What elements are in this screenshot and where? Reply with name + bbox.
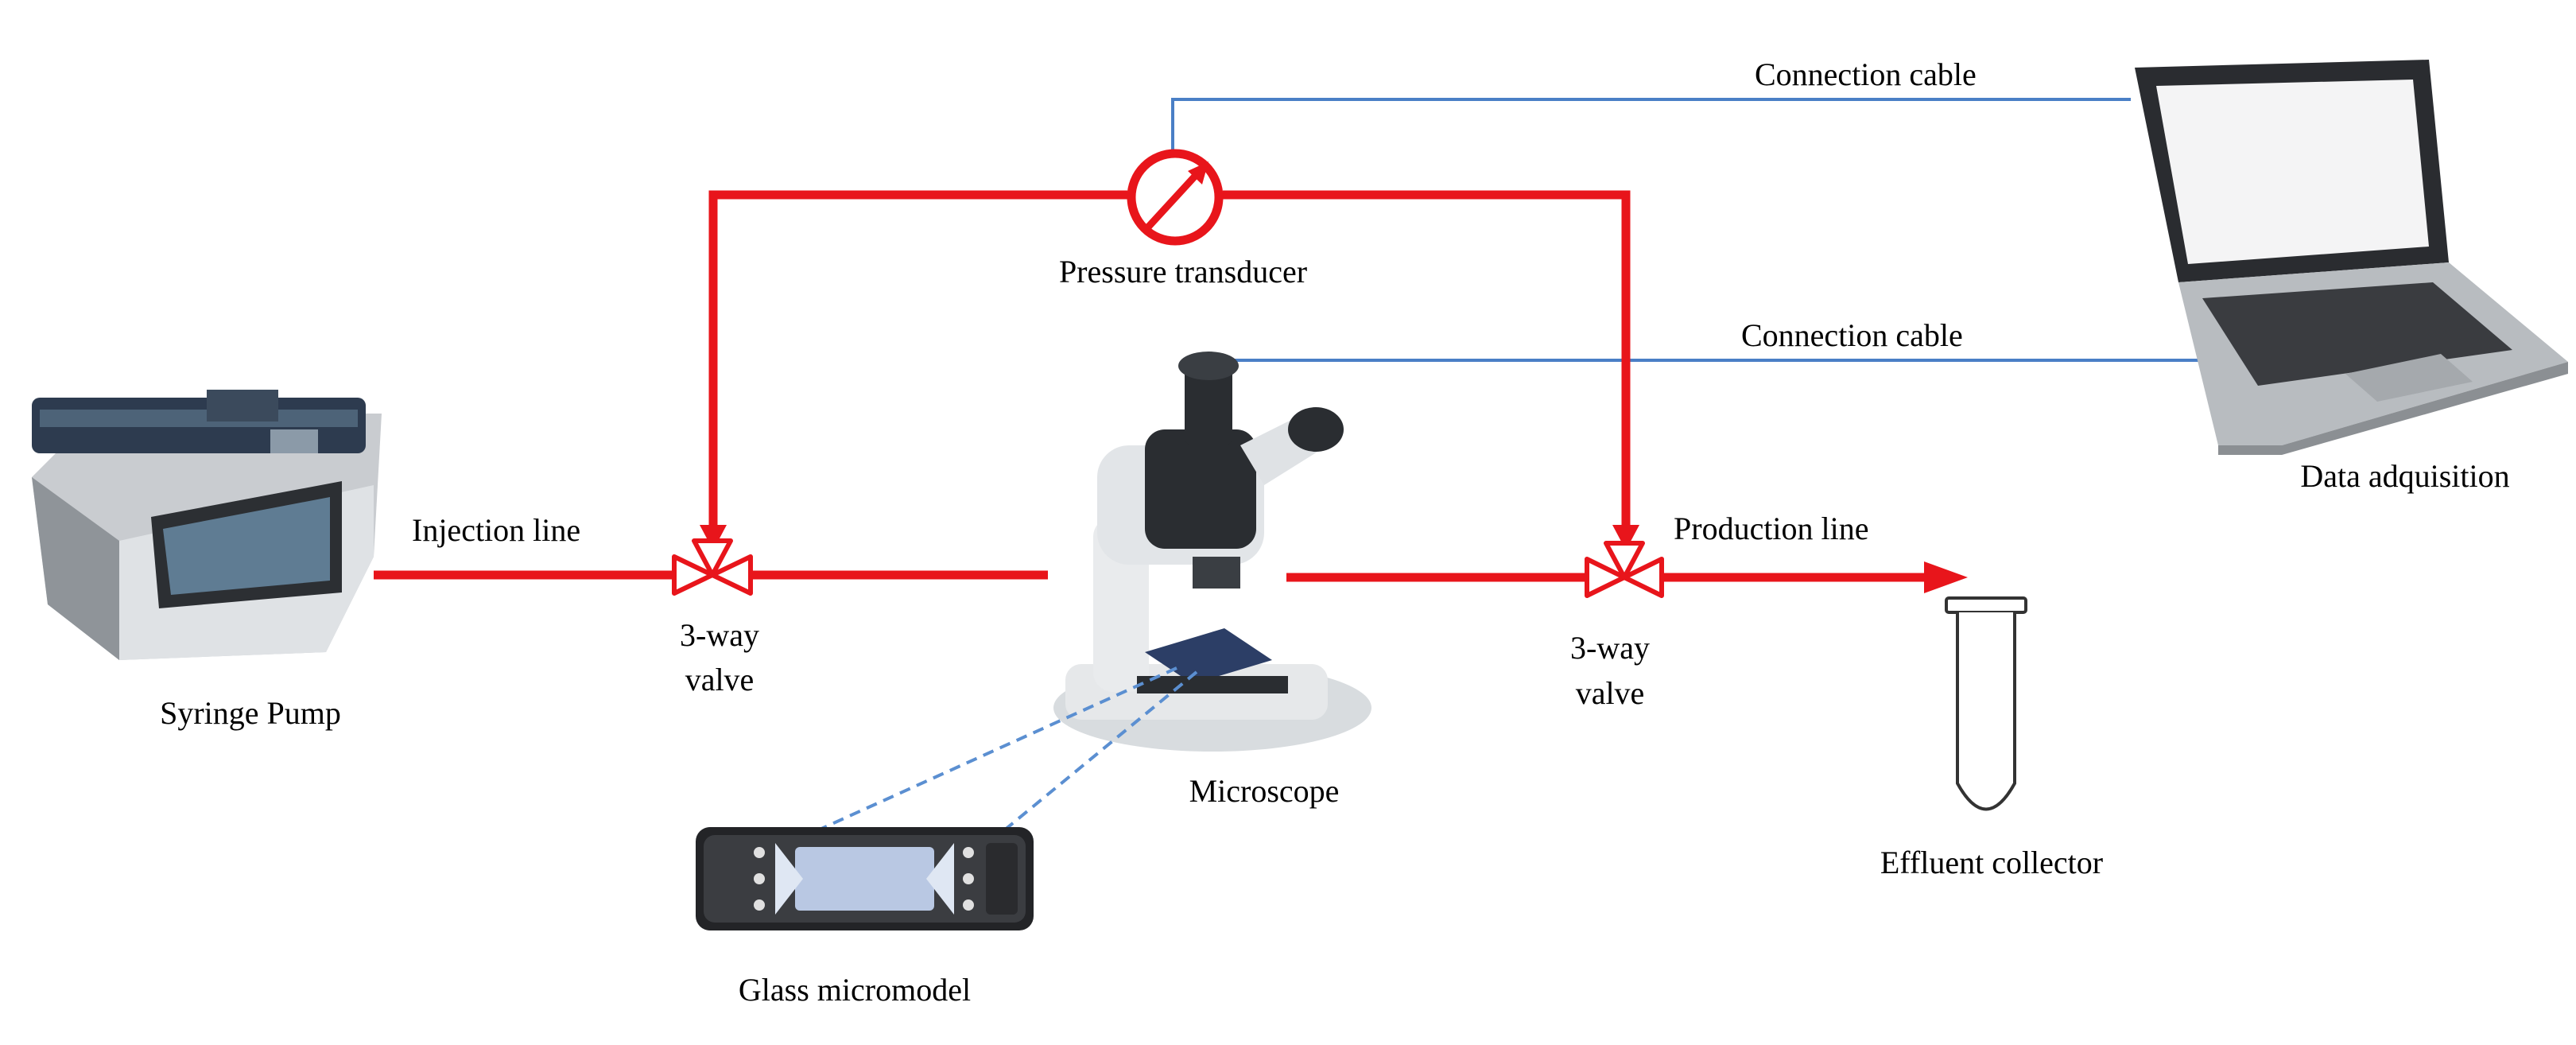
- effluent-collector-icon: [1945, 596, 2027, 811]
- laptop-icon: [2135, 60, 2568, 455]
- microscope-label: Microscope: [1189, 773, 1340, 809]
- bypass-left-arrowhead: [700, 525, 727, 550]
- glass-micromodel-label: Glass micromodel: [739, 972, 971, 1008]
- valve-left-label-line1: 3-way: [680, 617, 759, 653]
- bypass-right-arrowhead: [1612, 525, 1639, 550]
- data-adquisition-label: Data adquisition: [2300, 458, 2509, 494]
- bypass-right-line: [1223, 190, 1631, 541]
- flow-lines: [374, 190, 1924, 582]
- production-arrowhead: [1924, 561, 1968, 593]
- three-way-valve-left-icon: [672, 538, 753, 596]
- valve-right-label-line1: 3-way: [1570, 630, 1650, 666]
- connection-cable-top: [1171, 98, 2131, 179]
- injection-line-label: Injection line: [412, 512, 580, 548]
- connection-cable-top-label: Connection cable: [1755, 56, 1977, 92]
- pressure-transducer-icon: [1127, 149, 1224, 246]
- microscope-icon: [1053, 352, 1371, 752]
- connection-cable-mid: [1205, 359, 2246, 390]
- syringe-pump-icon: [32, 390, 382, 660]
- valve-left-label-line2: valve: [685, 662, 755, 697]
- bypass-left-line: [708, 190, 1127, 541]
- cable-lines: [1171, 98, 2246, 390]
- three-way-valve-right-icon: [1585, 541, 1664, 598]
- effluent-collector-label: Effluent collector: [1880, 845, 2103, 880]
- connection-cable-mid-label: Connection cable: [1741, 317, 1963, 353]
- syringe-pump-label: Syringe Pump: [160, 695, 341, 731]
- production-line-label: Production line: [1674, 511, 1869, 546]
- glass-micromodel-icon: [696, 827, 1034, 930]
- pressure-transducer-label: Pressure transducer: [1059, 254, 1307, 289]
- valve-right-label-line2: valve: [1576, 675, 1645, 711]
